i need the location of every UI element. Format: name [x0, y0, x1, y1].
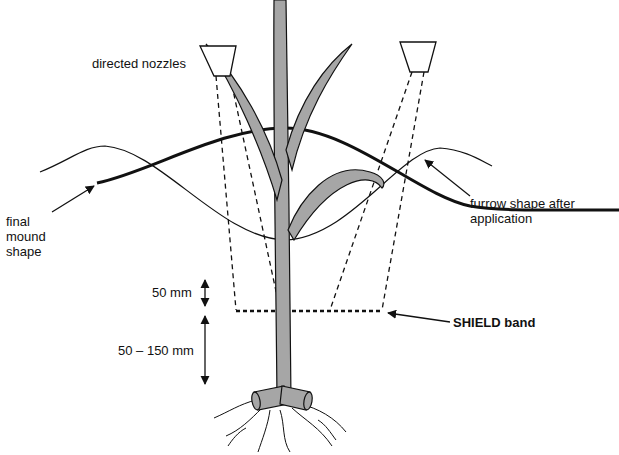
furrow-label: furrow shape after application — [470, 196, 590, 226]
seed — [250, 386, 313, 411]
roots — [214, 400, 346, 452]
band-label: SHIELD band — [453, 315, 573, 330]
nozzle-label: directed nozzles — [92, 56, 202, 71]
leader-arrows — [52, 160, 470, 384]
dimension-label: 50 – 150 mm — [118, 343, 202, 358]
shield-band-line — [236, 310, 382, 313]
leaf — [288, 170, 384, 240]
mound-label: final mound shape — [6, 214, 66, 259]
leaf — [286, 44, 352, 170]
dimension-label: 50 mm — [152, 285, 200, 300]
nozzle — [200, 46, 236, 76]
nozzle — [400, 42, 436, 72]
